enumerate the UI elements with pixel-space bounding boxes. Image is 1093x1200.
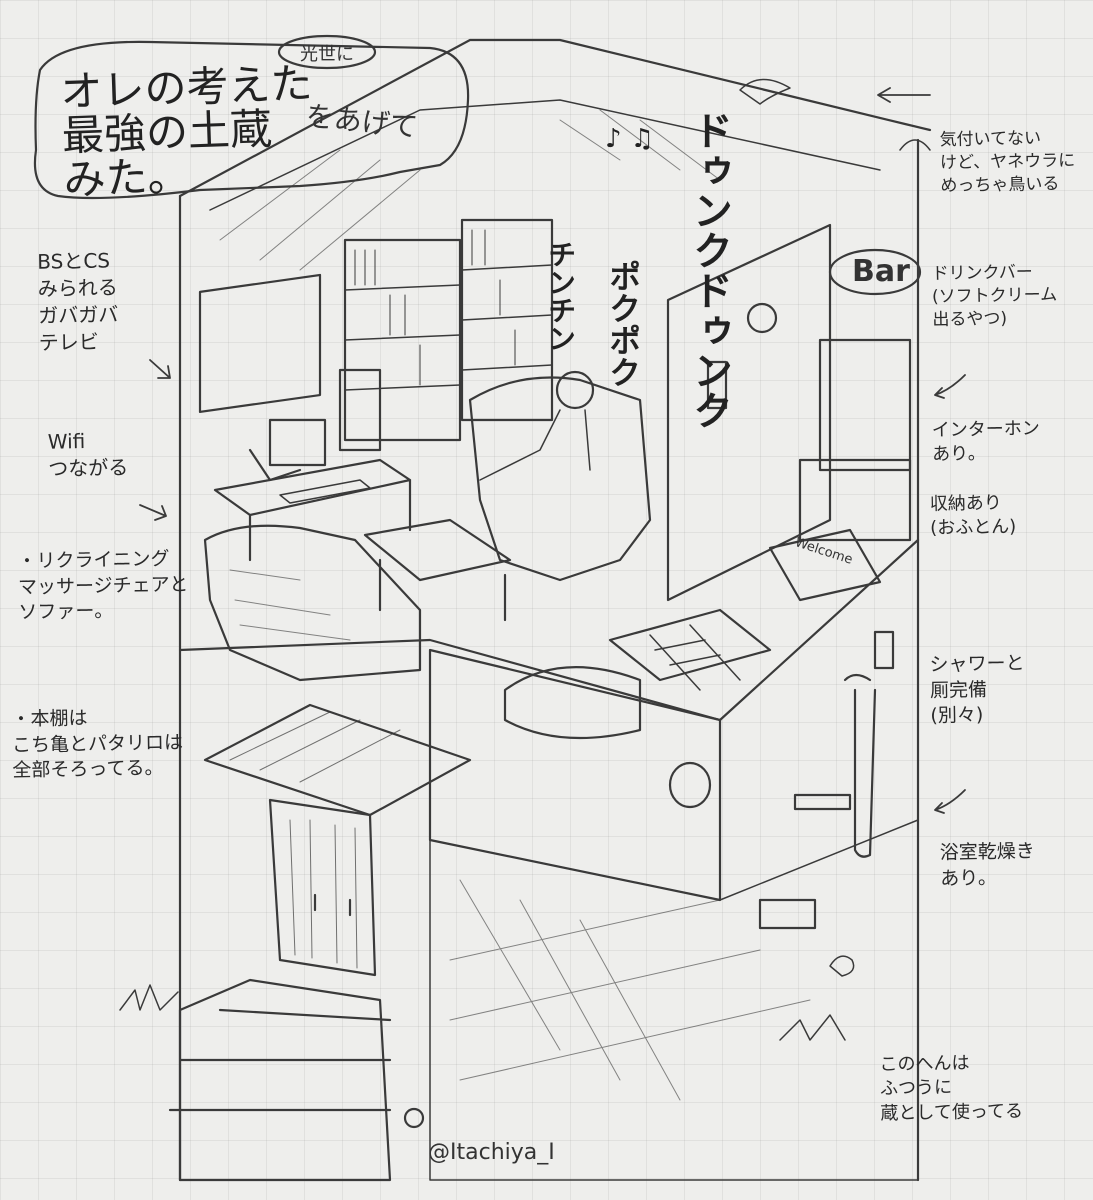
note-shower: シャワーと 厠完備 (別々) [929,652,1025,728]
sfx-drink: ドゥンクドゥンク [686,110,732,430]
note-drink-bar: ドリンクバー (ソフトクリーム 出るやつ) [931,262,1058,330]
roof-hatching [219,109,721,271]
pc-tower [338,368,382,452]
sofa [203,524,422,682]
shower-head [843,673,872,682]
desk [213,458,412,562]
roof-outline [178,38,932,198]
artist-signature: @Itachiya_I [428,1140,555,1165]
partition-wall [666,223,832,602]
toilet [668,761,712,809]
sfx-pokopoko: ポクポク [604,260,642,388]
title-line3: みた。 [62,151,191,205]
bath-shelf [793,793,852,811]
bar-sign-outline [828,248,922,296]
note-bath-dryer: 浴室乾燥き あり。 [939,840,1035,890]
sfx-chinchin: チンチン [544,240,577,352]
stairs [168,978,392,1182]
sofa-hatching [229,569,351,641]
tv-screen [198,273,322,414]
intercom [706,360,728,410]
floor-grid [449,879,811,1101]
sfx-music-notes: ♪ ♫ [605,124,654,154]
keyboard [279,479,371,504]
grass-right [779,1014,846,1041]
arrow-shower [934,789,966,814]
figure-head [555,370,595,410]
monitor [268,418,327,467]
roof-inner [209,99,881,211]
bar-cabinet [798,458,912,542]
flower-doodle [403,1107,425,1129]
recliner-chair [468,376,652,582]
note-bookshelf: ・本棚は こち亀とパタリロは 全部そろってる。 [11,707,184,782]
front-door [268,798,377,977]
title-insert: 光世に [300,44,354,65]
note-wifi: Wifi つながる [47,429,129,481]
bar-sign: Bar [852,254,910,289]
note-tv: BSとCS みられる ガバガバ テレビ [37,248,119,355]
futon-stack [503,666,642,740]
drink-bar-machine [818,338,912,472]
ladder-hatch [608,608,772,682]
coffee-table [363,518,512,622]
door-awning [203,703,472,817]
bathroom-box [428,648,722,902]
welcome-mat-outline [768,528,882,602]
shower-pipe [853,688,877,858]
arrow-birds [877,87,931,103]
roof-birds [739,78,931,151]
rubber-duck [829,955,855,977]
ladder [649,624,741,691]
bookshelf-shelves [344,264,553,391]
bookshelf-books [354,229,516,386]
awning-lines [229,711,401,783]
note-storage: 収納あり (おふとん) [929,492,1017,540]
figure-body [479,409,591,481]
title-insert-bubble [277,34,377,70]
upper-floor-edge [178,538,920,722]
grass-left [119,984,179,1011]
note-normal-use: このへんは ふつうに 蔵として使ってる [879,1052,1024,1124]
arrow-wifi [139,504,167,521]
note-birds: 気付いてない けど、ヤネウラに めっちゃ鳥いる [939,128,1076,197]
note-chairs: ・リクライニング マッサージチェアと ソファー。 [17,547,189,624]
shower-mirror [873,630,895,670]
door-handles [313,893,352,917]
arrow-tv [149,359,171,379]
title-bubble [33,40,470,200]
door-planks [289,819,358,969]
arrow-intercom [934,374,966,399]
bathroom-floor [429,819,919,1181]
wall-clock [746,302,778,334]
bath-stool [758,898,817,930]
title: オレの考えた 最強の土蔵 みた。 [60,59,316,205]
note-intercom: インターホン あり。 [931,418,1040,466]
